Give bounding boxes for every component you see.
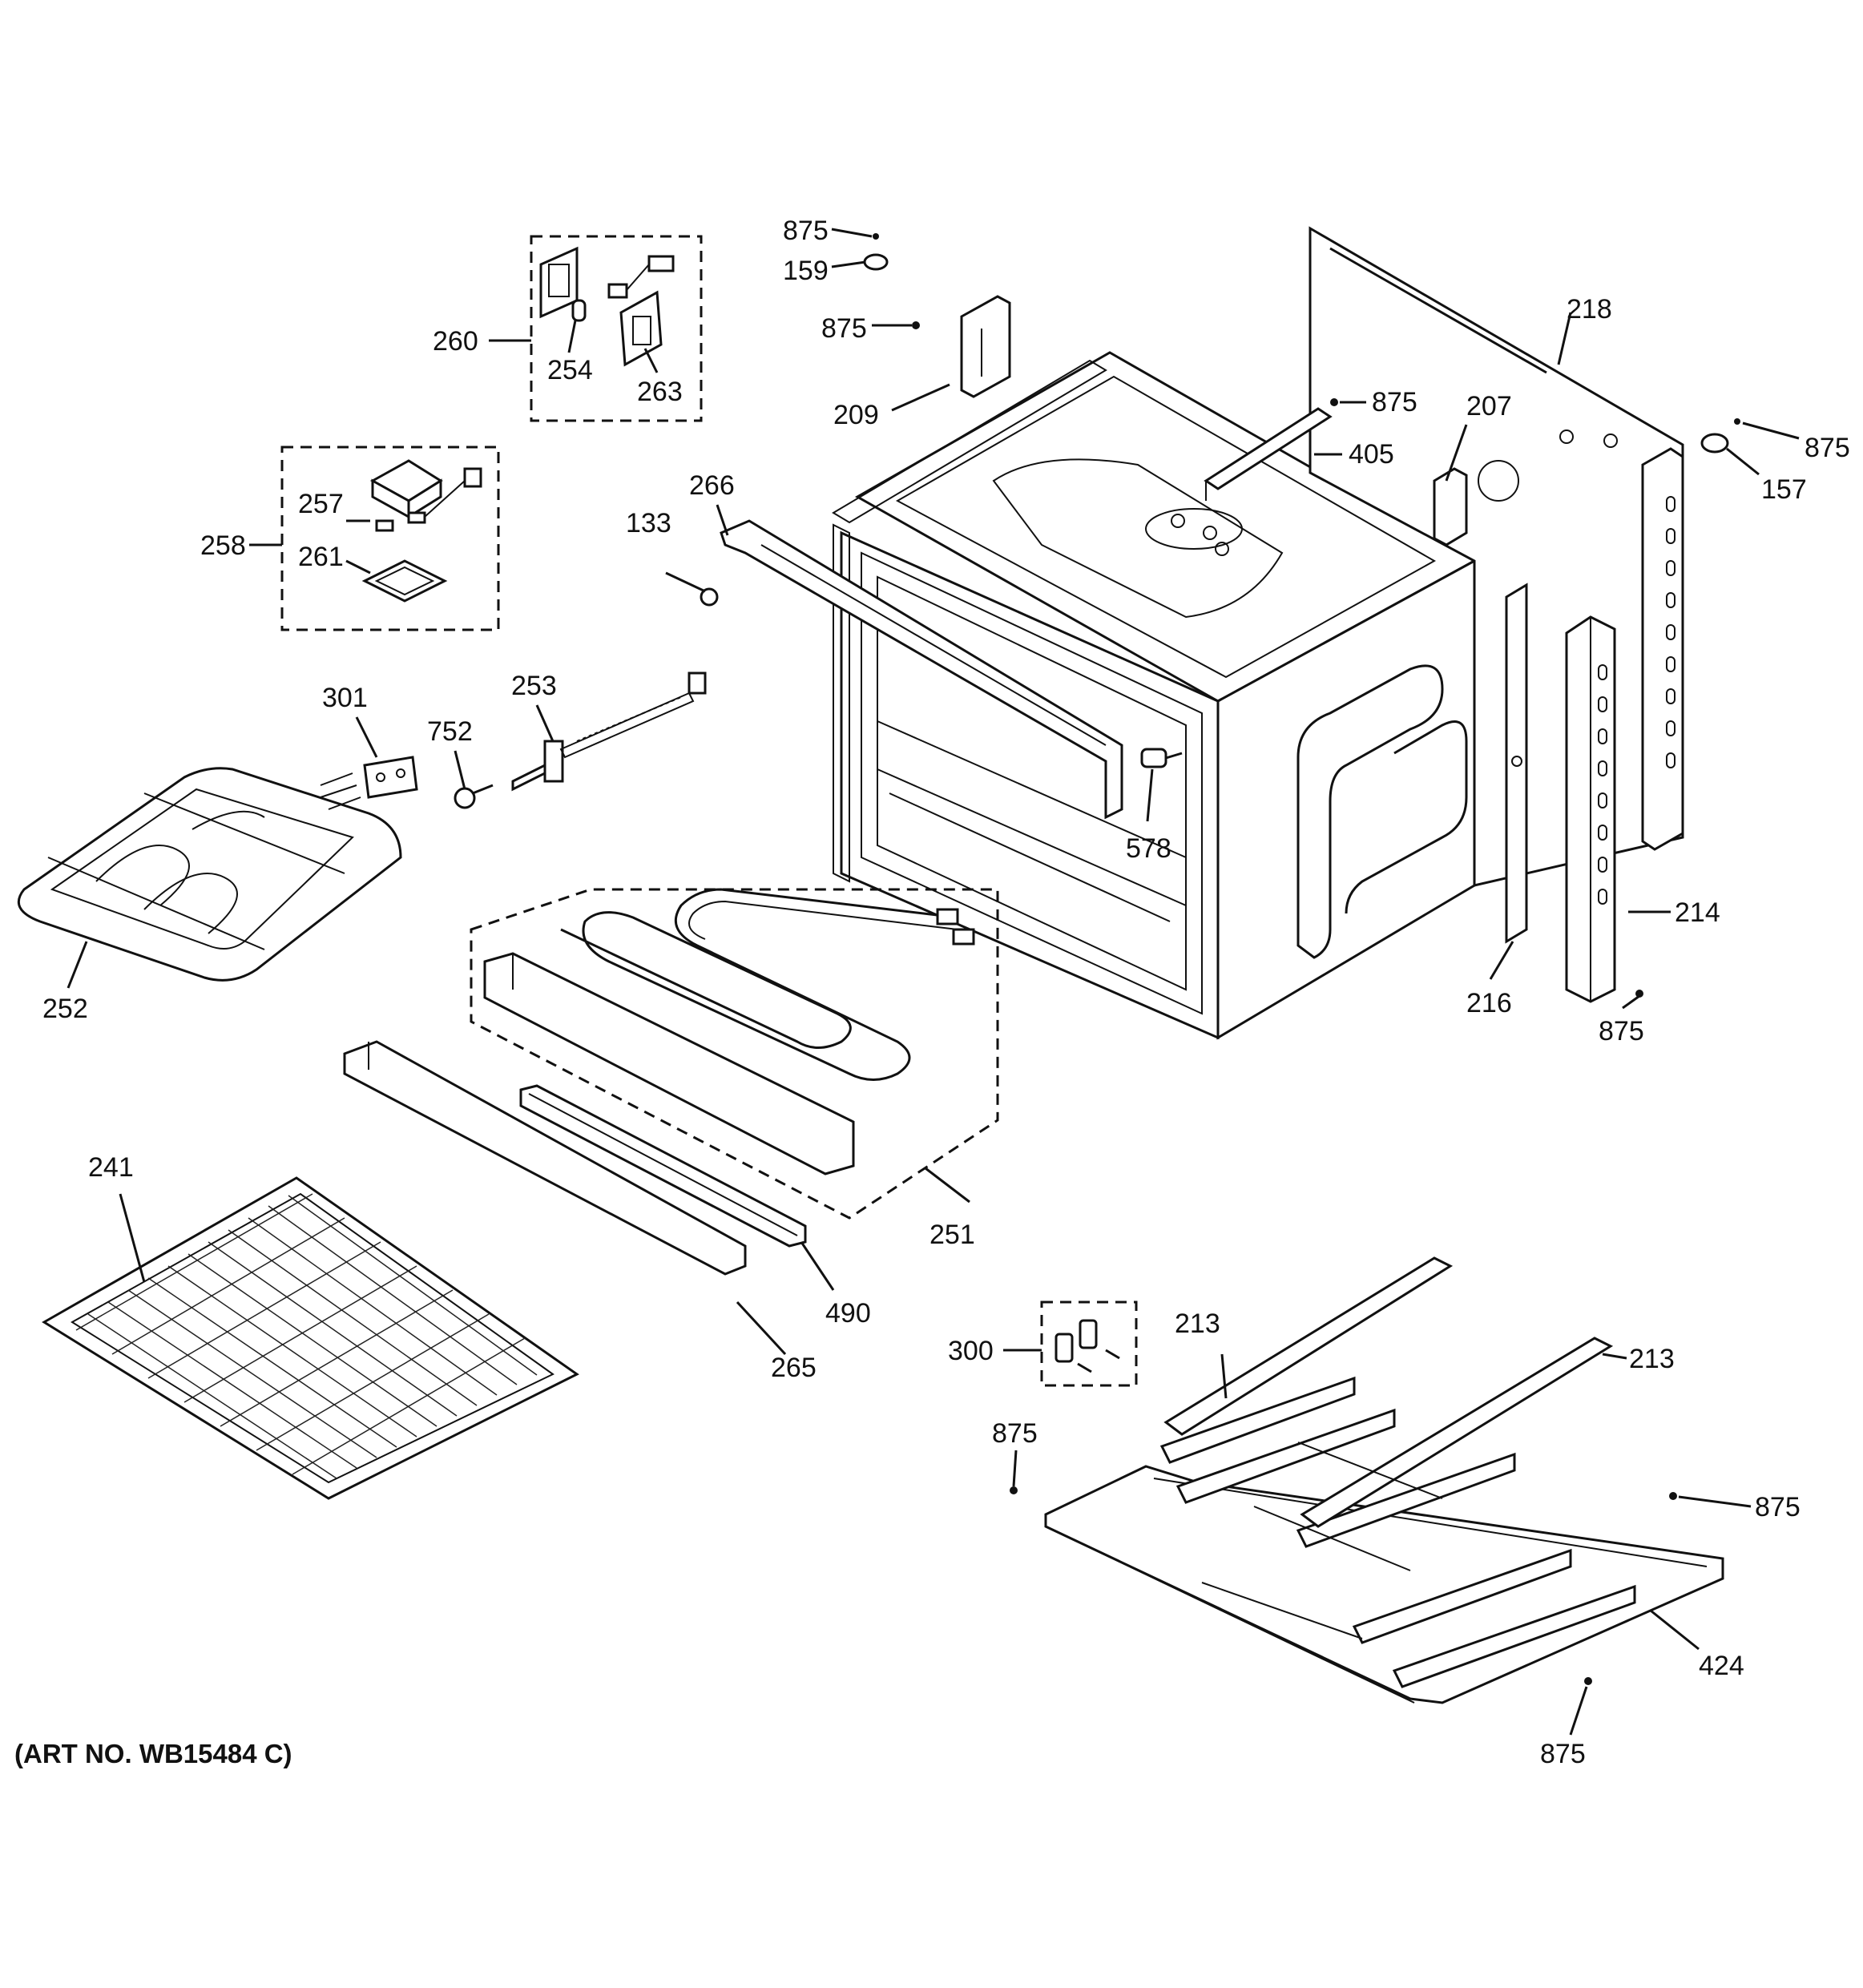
- callout-266: 266: [689, 470, 735, 501]
- callout-258: 258: [200, 530, 246, 561]
- callout-214: 214: [1675, 897, 1720, 928]
- callout-875c: 875: [1372, 387, 1417, 417]
- callout-405: 405: [1349, 439, 1394, 470]
- rack-wires: [75, 1193, 538, 1479]
- callout-875g: 875: [1755, 1492, 1800, 1522]
- callout-875b: 875: [821, 313, 867, 344]
- callout-252: 252: [42, 994, 88, 1024]
- callout-251: 251: [929, 1220, 975, 1250]
- callout-301: 301: [322, 683, 368, 713]
- bracket-207: [1433, 467, 1468, 546]
- callout-875f: 875: [992, 1418, 1038, 1449]
- callout-490: 490: [825, 1298, 871, 1329]
- callout-213b: 213: [1629, 1344, 1675, 1374]
- callout-300: 300: [948, 1336, 994, 1366]
- callout-241: 241: [88, 1152, 134, 1183]
- callout-875a: 875: [783, 216, 829, 246]
- callout-216: 216: [1466, 988, 1512, 1018]
- callout-labels: 875 159 875 209 260 254 263 218 875 207 …: [42, 216, 1850, 1769]
- clip-kit-300: [1040, 1300, 1138, 1387]
- grommet-133: [700, 587, 719, 607]
- callout-159: 159: [783, 256, 829, 286]
- strip-405: [1204, 407, 1333, 501]
- callout-213a: 213: [1175, 1309, 1220, 1339]
- callout-218: 218: [1567, 294, 1612, 325]
- side-rail-right: [1641, 447, 1684, 851]
- broil-element-252: [17, 756, 418, 982]
- leader-lines: [67, 228, 1800, 1736]
- callout-253: 253: [511, 671, 557, 701]
- rail-slots: [1598, 664, 1607, 905]
- callout-424: 424: [1699, 1651, 1744, 1681]
- sensor-578: [1140, 748, 1183, 768]
- callout-260: 260: [433, 326, 478, 357]
- side-rail-214: [1565, 615, 1616, 1003]
- trim-265: [343, 1040, 747, 1276]
- thermostat-157: [1700, 418, 1740, 454]
- art-number: (ART NO. WB15484 C): [14, 1739, 292, 1768]
- callout-875h: 875: [1540, 1739, 1586, 1769]
- callout-875e: 875: [1599, 1016, 1644, 1046]
- screws-875: [912, 321, 1643, 998]
- callout-257: 257: [298, 489, 344, 519]
- callout-263: 263: [637, 377, 683, 407]
- callout-207: 207: [1466, 391, 1512, 421]
- right-rail-slots: [1666, 496, 1675, 768]
- oven-rack-241: [42, 1176, 579, 1500]
- side-rail-216: [1505, 583, 1528, 944]
- kit-260: [530, 235, 703, 422]
- probe-253: [511, 671, 707, 792]
- callout-157: 157: [1761, 474, 1807, 505]
- front-trim-266: [720, 519, 1123, 820]
- callout-209: 209: [833, 400, 879, 430]
- rail-490: [519, 1084, 807, 1248]
- screw-752: [454, 784, 494, 809]
- bottom-frame-424: [1010, 1256, 1724, 1704]
- callout-261: 261: [298, 542, 344, 572]
- callout-752: 752: [427, 716, 473, 747]
- callout-875d: 875: [1805, 433, 1850, 463]
- bake-element-kit-251: [470, 888, 999, 1220]
- callout-578: 578: [1126, 833, 1171, 864]
- callout-254: 254: [547, 355, 593, 385]
- thermostat-159: [863, 233, 889, 271]
- callout-133: 133: [626, 508, 671, 538]
- kit-258: [280, 446, 500, 631]
- callout-265: 265: [771, 1353, 817, 1383]
- bracket-209: [960, 295, 1011, 398]
